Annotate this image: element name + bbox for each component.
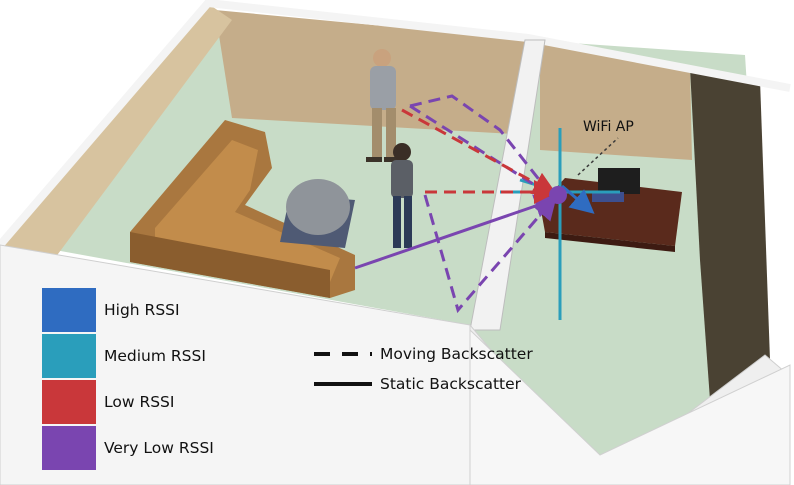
legend-item-moving-backscatter: Moving Backscatter bbox=[312, 343, 572, 365]
partition-wall bbox=[469, 39, 546, 331]
front-wall-left bbox=[0, 244, 471, 485]
legend-swatch bbox=[42, 288, 96, 332]
legend-swatch bbox=[42, 334, 96, 378]
legend-label: Moving Backscatter bbox=[380, 345, 533, 363]
legend-swatch bbox=[42, 380, 96, 424]
solid-line-sample bbox=[314, 382, 372, 386]
person-man bbox=[366, 49, 400, 162]
wifi-ap-icon bbox=[549, 186, 567, 204]
legend-label: Very Low RSSI bbox=[104, 439, 214, 457]
left-wall bbox=[0, 5, 232, 258]
legend-label: Medium RSSI bbox=[104, 347, 206, 365]
legend-item-high-rssi: High RSSI bbox=[42, 288, 282, 332]
legend-item-very-low-rssi: Very Low RSSI bbox=[42, 426, 282, 470]
legend-label: Static Backscatter bbox=[380, 375, 522, 393]
legend-item-static-backscatter: Static Backscatter bbox=[312, 373, 572, 395]
legend-item-low-rssi: Low RSSI bbox=[42, 380, 282, 424]
legend-item-medium-rssi: Medium RSSI bbox=[42, 334, 282, 378]
wall-rim bbox=[0, 0, 791, 248]
right-wall bbox=[690, 68, 770, 400]
front-wall-right-face bbox=[469, 328, 791, 485]
legend-label: High RSSI bbox=[104, 301, 180, 319]
legend-swatch bbox=[42, 426, 96, 470]
legend-label: Low RSSI bbox=[104, 393, 175, 411]
sofa bbox=[130, 120, 355, 298]
back-wall-right-room bbox=[540, 42, 692, 160]
person-woman bbox=[391, 143, 413, 248]
armchair bbox=[286, 179, 350, 235]
wifi-ap-label: WiFi AP bbox=[583, 119, 634, 135]
dashed-line-sample bbox=[314, 352, 372, 356]
